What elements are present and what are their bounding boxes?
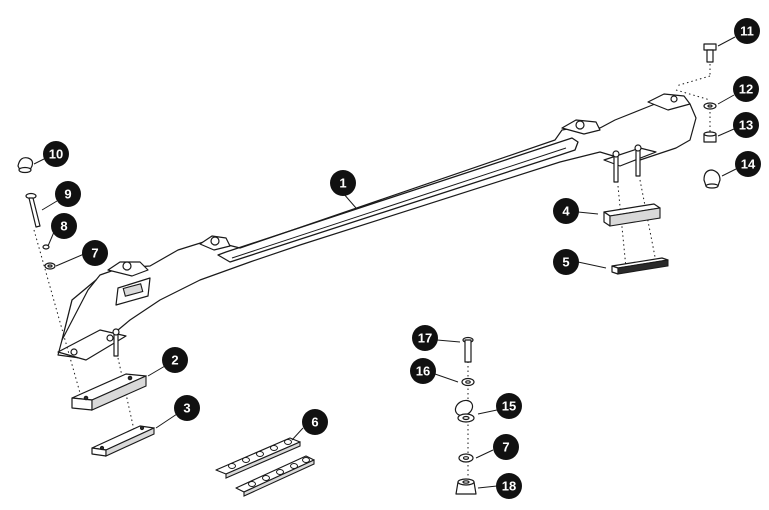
callout-7-center: 7 (493, 434, 519, 460)
main-bracket (57, 93, 697, 361)
spacer-block-part-2 (71, 373, 147, 411)
bolt-part-17 (462, 336, 474, 363)
perforated-strips-part-6 (215, 437, 315, 497)
nut-part-13 (703, 131, 717, 143)
cap-washer-part-15 (454, 399, 475, 423)
callout-12: 12 (733, 76, 759, 102)
callout-9-label: 9 (64, 187, 71, 202)
callout-13-label: 13 (739, 118, 753, 133)
washer-part-7-center (458, 453, 474, 463)
callout-11: 11 (734, 18, 760, 44)
callout-5-label: 5 (562, 255, 569, 270)
callout-2-label: 2 (171, 353, 178, 368)
cap-nut-part (17, 157, 34, 174)
callout-10: 10 (43, 141, 69, 167)
callout-6-label: 6 (311, 415, 318, 430)
spacer-block-part-4 (603, 203, 661, 227)
callout-13: 13 (733, 112, 759, 138)
callout-1-label: 1 (339, 176, 346, 191)
callout-18: 18 (496, 473, 522, 499)
callout-4: 4 (553, 198, 579, 224)
small-washer-part (42, 244, 50, 250)
callout-4-label: 4 (562, 204, 570, 219)
callout-8-label: 8 (60, 219, 67, 234)
callout-7-left: 7 (82, 240, 108, 266)
long-bolt-part (25, 192, 41, 228)
callout-15-label: 15 (502, 399, 516, 414)
callout-5: 5 (553, 249, 579, 275)
callout-17: 17 (412, 325, 438, 351)
callout-14: 14 (735, 151, 761, 177)
callout-1: 1 (330, 170, 356, 196)
washer-part-12 (703, 102, 717, 110)
callout-8: 8 (51, 213, 77, 239)
callout-2: 2 (162, 347, 188, 373)
callout-12-label: 12 (739, 82, 753, 97)
callout-7-left-label: 7 (91, 246, 98, 261)
callout-16-label: 16 (416, 364, 430, 379)
bolt-part-11 (703, 43, 717, 63)
callout-14-label: 14 (741, 157, 756, 172)
callout-3: 3 (174, 395, 200, 421)
callout-6: 6 (302, 409, 328, 435)
callout-9: 9 (55, 181, 81, 207)
rubber-pad-part-5 (611, 257, 669, 275)
callout-7-center-label: 7 (502, 440, 509, 455)
rubber-pad-part-3 (91, 425, 155, 457)
washer-part-16 (461, 377, 475, 387)
cap-nut-part-14 (703, 169, 721, 189)
callout-17-label: 17 (418, 331, 432, 346)
leader-lines (33, 36, 737, 489)
callout-15: 15 (496, 393, 522, 419)
callout-16: 16 (410, 358, 436, 384)
washer-left-part (44, 262, 56, 270)
callout-10-label: 10 (49, 147, 63, 162)
callout-11-label: 11 (740, 24, 754, 39)
callout-18-label: 18 (502, 479, 516, 494)
callout-3-label: 3 (183, 401, 190, 416)
nut-part-18 (455, 478, 477, 495)
